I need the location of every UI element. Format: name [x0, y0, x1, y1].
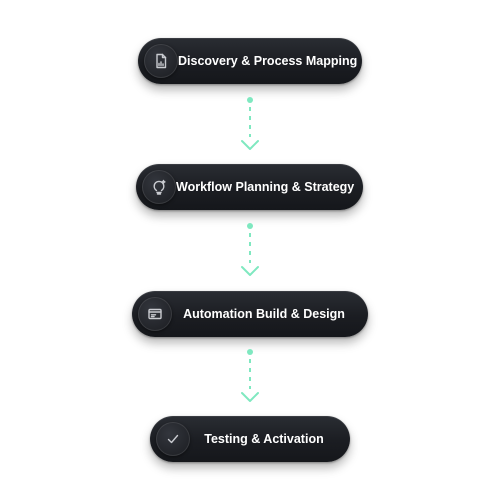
step-label: Testing & Activation — [204, 432, 324, 446]
step-discovery: Discovery & Process Mapping — [138, 38, 362, 84]
document-chart-icon — [144, 44, 178, 78]
step-automation-build: Automation Build & Design — [132, 291, 368, 337]
connector-arrow — [238, 94, 262, 152]
connector-arrow — [238, 220, 262, 278]
step-label: Workflow Planning & Strategy — [176, 180, 355, 194]
step-label: Automation Build & Design — [183, 307, 345, 321]
checkmark-icon — [156, 422, 190, 456]
step-label: Discovery & Process Mapping — [178, 54, 358, 68]
step-testing-activation: Testing & Activation — [150, 416, 350, 462]
window-icon — [138, 297, 172, 331]
lightbulb-icon — [142, 170, 176, 204]
connector-arrow — [238, 346, 262, 404]
step-workflow-planning: Workflow Planning & Strategy — [136, 164, 363, 210]
